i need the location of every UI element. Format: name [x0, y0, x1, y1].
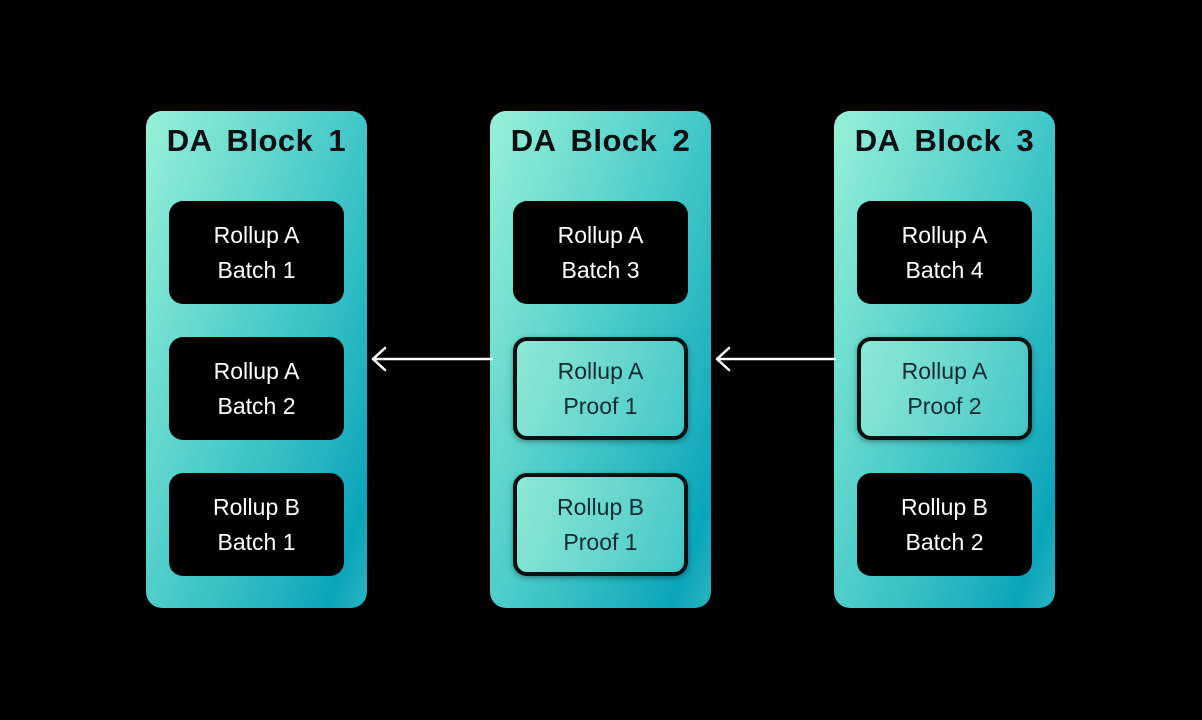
cell-line-2: Proof 2 — [907, 392, 982, 419]
rollup-b-batch-1-box: Rollup B Batch 1 — [169, 473, 344, 576]
arrow-left-icon — [715, 346, 837, 372]
cell-line-2: Batch 2 — [217, 392, 296, 419]
cell-line-2: Batch 4 — [905, 256, 984, 283]
da-block-2: DA Block 2 Rollup A Batch 3 Rollup A Pro… — [490, 111, 711, 608]
da-block-1: DA Block 1 Rollup A Batch 1 Rollup A Bat… — [146, 111, 367, 608]
cell-line-1: Rollup A — [213, 357, 300, 384]
cell-line-2: Batch 3 — [561, 256, 640, 283]
rollup-a-batch-1-box: Rollup A Batch 1 — [169, 201, 344, 304]
cell-line-1: Rollup A — [901, 221, 988, 248]
rollup-b-batch-2-box: Rollup B Batch 2 — [857, 473, 1032, 576]
rollup-a-batch-2-box: Rollup A Batch 2 — [169, 337, 344, 440]
cell-line-2: Batch 1 — [217, 528, 296, 555]
rollup-a-batch-3-box: Rollup A Batch 3 — [513, 201, 688, 304]
cell-line-1: Rollup B — [557, 493, 644, 520]
arrow-left-icon — [371, 346, 494, 372]
cell-line-1: Rollup B — [901, 493, 988, 520]
block-title: DA Block 3 — [854, 123, 1035, 158]
cell-line-2: Proof 1 — [563, 392, 638, 419]
cell-line-1: Rollup A — [213, 221, 300, 248]
cell-line-1: Rollup B — [213, 493, 300, 520]
cell-line-1: Rollup A — [557, 357, 644, 384]
da-block-3: DA Block 3 Rollup A Batch 4 Rollup A Pro… — [834, 111, 1055, 608]
rollup-a-batch-4-box: Rollup A Batch 4 — [857, 201, 1032, 304]
cell-line-2: Proof 1 — [563, 528, 638, 555]
rollup-a-proof-2-box: Rollup A Proof 2 — [857, 337, 1032, 440]
rollup-a-proof-1-box: Rollup A Proof 1 — [513, 337, 688, 440]
block-title: DA Block 2 — [510, 123, 691, 158]
cell-line-1: Rollup A — [557, 221, 644, 248]
rollup-b-proof-1-box: Rollup B Proof 1 — [513, 473, 688, 576]
cell-line-1: Rollup A — [901, 357, 988, 384]
cell-line-2: Batch 1 — [217, 256, 296, 283]
cell-line-2: Batch 2 — [905, 528, 984, 555]
block-title: DA Block 1 — [166, 123, 347, 158]
